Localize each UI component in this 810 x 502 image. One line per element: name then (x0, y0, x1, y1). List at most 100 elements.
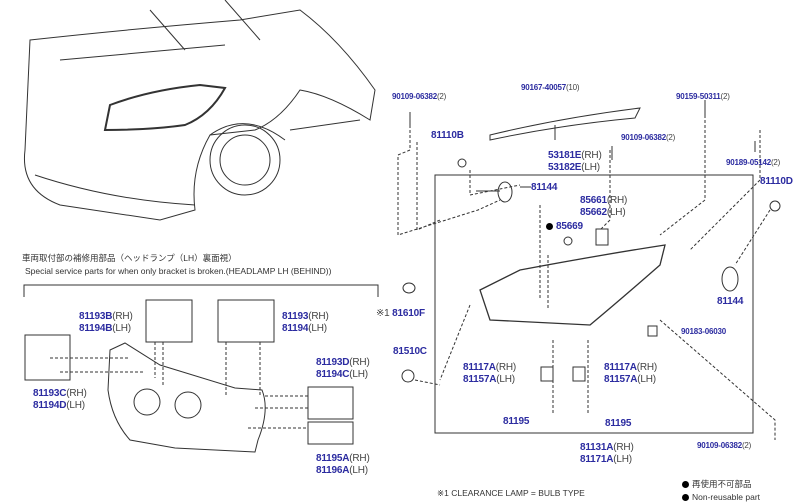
part-label[interactable]: 81110B (431, 130, 464, 142)
part-label[interactable]: 81157A(LH) (463, 374, 515, 386)
part-qty: (2) (665, 133, 676, 142)
part-label[interactable]: 81195 (605, 418, 631, 430)
part-label[interactable]: 81194(LH) (282, 323, 327, 335)
part-number: 90189-05142 (726, 158, 771, 167)
part-qty: (2) (720, 92, 730, 101)
part-label[interactable]: 85661(RH) (580, 195, 627, 207)
part-side: (LH) (112, 323, 131, 334)
headlamp-housing (479, 244, 666, 326)
part-number: 81131A (580, 442, 614, 453)
part-side: (LH) (66, 400, 85, 411)
part-number: 90167-40057 (521, 83, 566, 92)
part-label[interactable]: 53181E(RH) (548, 150, 602, 162)
part-side: (LH) (613, 454, 632, 465)
non-reusable-dot-icon (682, 494, 689, 501)
legend-en-text: Non-reusable part (692, 492, 761, 502)
part-side: (RH) (495, 362, 517, 373)
part-label[interactable]: 81110D (760, 176, 793, 188)
part-label[interactable]: 81117A(RH) (463, 362, 516, 374)
part-number: 81195A (316, 453, 350, 464)
part-number: 81117A (604, 362, 637, 373)
footnote: ※1 CLEARANCE LAMP = BULB TYPE (437, 488, 585, 498)
part-side: (RH) (613, 442, 634, 453)
footnote-mark: ※1 (376, 308, 390, 319)
part-label[interactable]: 90109-06382(2) (621, 133, 675, 143)
part-side: (LH) (349, 369, 368, 380)
part-label[interactable]: 81193(RH) (282, 311, 329, 323)
part-number: 81194 (282, 323, 309, 334)
part-label[interactable]: 81193D(RH) (316, 357, 370, 369)
part-side: (LH) (349, 465, 368, 476)
garnish-strip (489, 107, 641, 141)
part-number: 90109-06382 (392, 92, 437, 101)
part-number: 81193C (33, 388, 67, 399)
part-side: (LH) (496, 374, 515, 385)
part-label[interactable]: 81144 (531, 182, 557, 194)
part-number: 53181E (548, 150, 582, 161)
part-label[interactable]: 81510C (393, 346, 427, 358)
part-label[interactable]: 90109-06382(2) (392, 92, 446, 102)
part-number: 81195 (605, 418, 632, 429)
part-number: 81193B (79, 311, 113, 322)
part-label[interactable]: 90109-06382(2) (697, 441, 751, 451)
part-label[interactable]: 81196A(LH) (316, 465, 368, 477)
part-number: 81196A (316, 465, 350, 476)
part-label[interactable]: 85662(LH) (580, 207, 626, 219)
part-side: (LH) (308, 323, 327, 334)
part-label[interactable]: 81193B(RH) (79, 311, 133, 323)
part-side: (RH) (66, 388, 87, 399)
part-label[interactable]: 90183-06030 (681, 327, 726, 337)
part-label[interactable]: 81195A(RH) (316, 453, 370, 465)
part-label[interactable]: 81193C(RH) (33, 388, 87, 400)
part-number: 53182E (548, 162, 582, 173)
non-reusable-dot-icon (546, 223, 553, 230)
legend-jp: 再使用不可部品 (682, 478, 752, 490)
part-number: 81110B (431, 130, 464, 141)
part-number: 90109-06382 (697, 441, 742, 450)
part-side: (RH) (112, 311, 133, 322)
part-side: (RH) (581, 150, 602, 161)
part-side: (RH) (636, 362, 658, 373)
part-number: 81194D (33, 400, 67, 411)
car-front-illustration (23, 0, 376, 221)
en-section-title: Special service parts for when only brac… (25, 266, 332, 276)
part-label[interactable]: 81117A(RH) (604, 362, 657, 374)
non-reusable-dot-icon (682, 481, 689, 488)
part-label[interactable]: 53182E(LH) (548, 162, 600, 174)
part-number: 81195 (503, 416, 530, 427)
part-number: 81110D (760, 176, 793, 187)
part-side: (RH) (349, 357, 370, 368)
part-number: 81144 (717, 296, 744, 307)
part-number: 85662 (580, 207, 607, 218)
part-label[interactable]: 85669 (546, 221, 583, 233)
part-label[interactable]: 81194C(LH) (316, 369, 368, 381)
part-label[interactable]: 81171A(LH) (580, 454, 632, 466)
part-label[interactable]: 81195 (503, 416, 529, 428)
part-qty: (2) (436, 92, 447, 101)
part-number: 81194B (79, 323, 113, 334)
part-label[interactable]: 90159-50311(2) (676, 92, 730, 102)
headlamp-assembly-border (434, 174, 754, 434)
part-label[interactable]: 90189-05142(2) (726, 158, 780, 168)
part-label[interactable]: 81194B(LH) (79, 323, 131, 335)
part-number: 81117A (463, 362, 496, 373)
part-side: (LH) (606, 207, 626, 218)
part-label[interactable]: 81131A(RH) (580, 442, 634, 454)
part-number: 81193D (316, 357, 350, 368)
part-number: 81171A (580, 454, 614, 465)
part-number: 85669 (556, 221, 583, 232)
part-number: 90109-06382 (621, 133, 666, 142)
part-label[interactable]: ※1 81610F (376, 308, 425, 320)
jp-section-title: 車両取付部の補修用部品（ヘッドランプ（LH）裏面視） (22, 253, 237, 263)
part-number: 81510C (393, 346, 427, 357)
part-side: (RH) (349, 453, 370, 464)
part-qty: (2) (741, 441, 752, 450)
part-label[interactable]: 81194D(LH) (33, 400, 85, 412)
part-number: 81157A (604, 374, 638, 385)
part-label[interactable]: 90167-40057(10) (521, 83, 580, 93)
part-number: 81144 (531, 182, 558, 193)
part-label[interactable]: 81157A(LH) (604, 374, 656, 386)
part-label[interactable]: 81144 (717, 296, 743, 308)
part-number: 81193 (282, 311, 309, 322)
